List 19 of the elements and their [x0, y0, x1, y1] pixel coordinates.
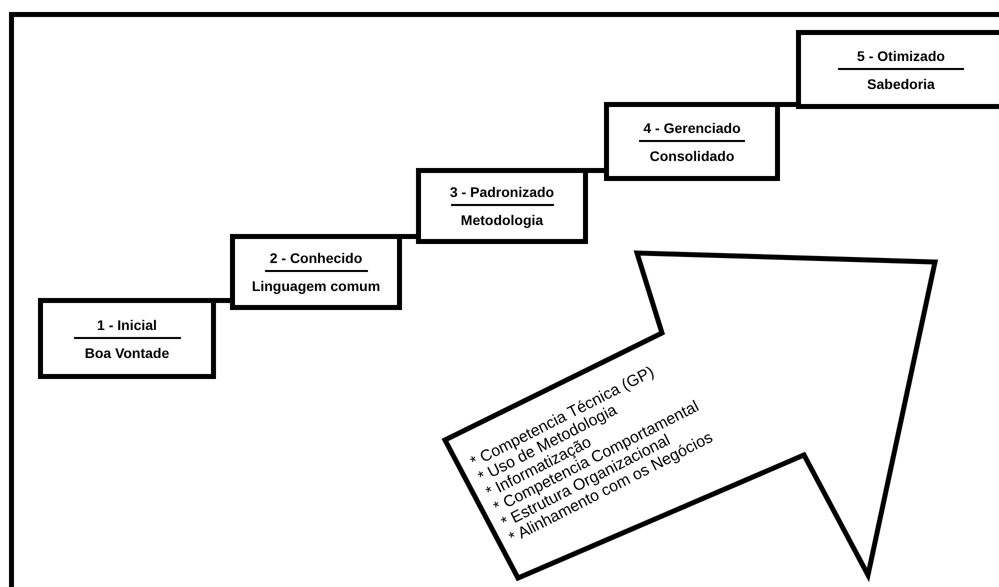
level-title: 3 - Padronizado — [450, 184, 554, 202]
level-box — [38, 298, 216, 379]
level-subtitle: Linguagem comum — [252, 278, 380, 294]
level-box — [604, 102, 780, 181]
step-line — [780, 102, 796, 107]
step-line — [402, 234, 416, 239]
level-subtitle: Sabedoria — [867, 76, 935, 92]
step-line — [216, 298, 230, 303]
level-title: 1 - Inicial — [97, 316, 157, 334]
level-title: 2 - Conhecido — [270, 250, 362, 268]
level-subtitle: Boa Vontade — [84, 344, 170, 360]
level-box — [796, 30, 999, 109]
level-title: 5 - Otimizado — [857, 48, 945, 66]
level-subtitle: Metodologia — [460, 212, 544, 228]
level-box — [230, 234, 402, 310]
level-title: 4 - Gerenciado — [643, 120, 741, 138]
level-box — [416, 168, 588, 244]
level-subtitle: Consolidado — [650, 148, 734, 164]
step-line — [588, 168, 604, 173]
